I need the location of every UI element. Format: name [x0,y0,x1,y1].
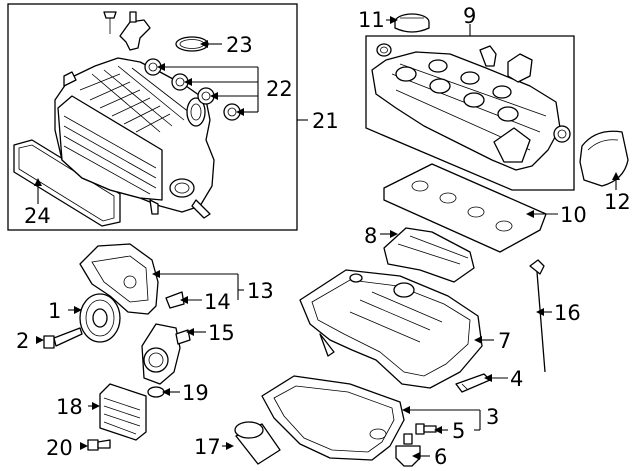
baffle-8 [383,227,475,283]
bolt-5 [415,423,437,435]
callout-20: 20 [46,436,73,460]
o-ring-19 [147,386,165,398]
callout-22: 22 [266,77,293,101]
callout-16: 16 [554,301,581,325]
dipstick-16 [529,259,546,373]
callout-8: 8 [364,224,377,248]
callout-21: 21 [312,109,339,133]
intake-group-box [7,3,298,231]
intake-sensor [103,11,151,51]
oil-cooler-18 [99,383,147,441]
manifold-gasket-24 [13,139,121,227]
valve-cover [371,43,571,171]
pulley-1 [79,293,121,343]
leader-lines [34,16,620,460]
callout-2: 2 [16,329,29,353]
callout-17: 17 [194,435,221,459]
callout-12: 12 [604,190,631,214]
oil-filter-17 [234,421,281,465]
seals-22 [144,58,241,121]
callout-1: 1 [48,299,61,323]
callout-13: 13 [247,279,274,303]
callout-labels: 23 22 21 24 11 9 12 10 8 13 14 1 16 2 15… [16,4,631,469]
lower-oil-pan-3 [261,375,405,461]
drain-plug-6 [395,433,421,467]
callout-5: 5 [452,419,465,443]
pump-15 [141,323,191,385]
sensor-4 [455,373,491,393]
callout-7: 7 [498,329,511,353]
seal-14 [165,291,185,309]
front-cover-13 [79,243,159,315]
valve-cover-gasket-10 [383,163,547,253]
cover-12 [579,130,629,187]
callout-11: 11 [358,8,385,32]
callout-9: 9 [463,4,476,28]
callout-18: 18 [56,395,83,419]
callout-19: 19 [182,381,209,405]
bolt-20 [87,439,111,451]
callout-24: 24 [24,204,51,228]
bolt-2 [43,327,83,349]
oil-cap-11 [394,13,430,33]
callout-15: 15 [208,321,235,345]
callout-6: 6 [434,445,447,469]
callout-3: 3 [486,405,499,429]
valve-cover-group-box [365,35,575,191]
callout-4: 4 [510,367,523,391]
callout-10: 10 [560,203,587,227]
intake-manifold [54,57,215,219]
callout-14: 14 [204,290,231,314]
upper-oil-pan-7 [299,269,483,389]
callout-23: 23 [226,33,253,57]
